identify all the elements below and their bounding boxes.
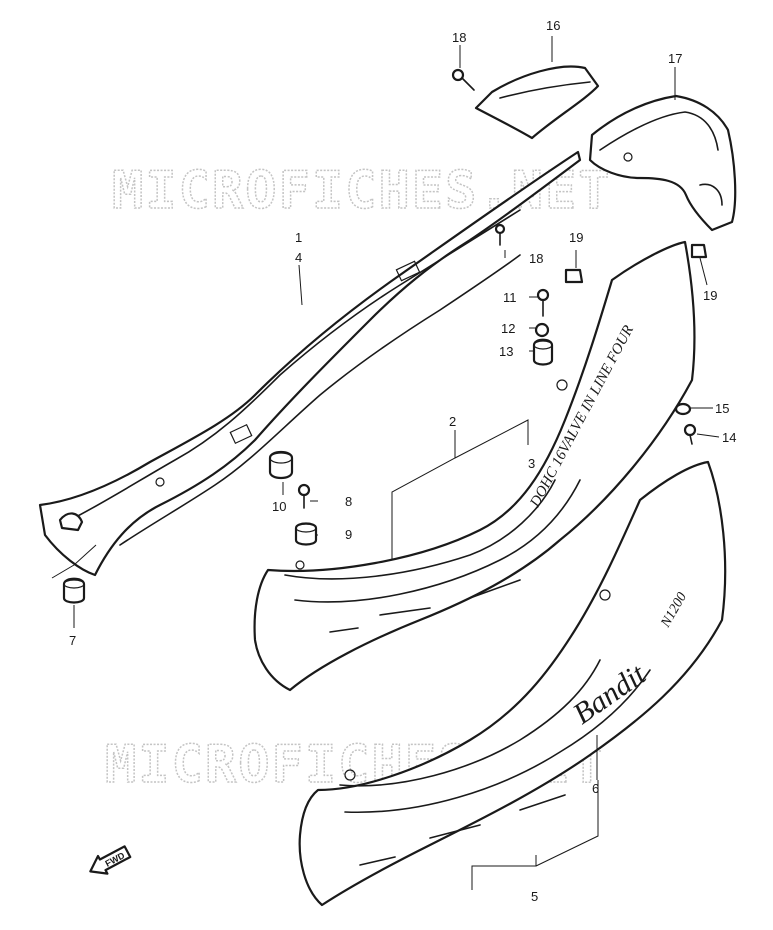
callout-1: 1 xyxy=(295,230,302,245)
callout-14: 14 xyxy=(722,430,736,445)
callout-11: 11 xyxy=(503,290,517,305)
fwd-arrow-icon: FWD xyxy=(89,845,132,875)
part-19-clip-right xyxy=(690,243,708,259)
part-7-grommet xyxy=(62,577,86,604)
part-10-grommet xyxy=(268,450,294,480)
callout-3: 3 xyxy=(528,456,535,471)
part-19-clip-mid xyxy=(564,268,584,284)
callout-15: 15 xyxy=(715,401,729,416)
callout-13: 13 xyxy=(499,344,513,359)
callout-10: 10 xyxy=(272,499,286,514)
part-1-frame-cover xyxy=(38,150,582,577)
callout-2: 2 xyxy=(449,414,456,429)
callout-19-right: 19 xyxy=(703,288,717,303)
callout-18-top: 18 xyxy=(452,30,466,45)
part-18-screw-mid xyxy=(494,223,506,246)
part-18-screw-top xyxy=(451,68,475,91)
callout-6: 6 xyxy=(592,781,599,796)
callout-12: 12 xyxy=(501,321,515,336)
part-8-bolt xyxy=(297,483,311,509)
leader-lines xyxy=(51,36,720,890)
callout-18-mid: 18 xyxy=(529,251,543,266)
part-11-bolt xyxy=(536,288,550,317)
part-13-grommet xyxy=(532,338,554,366)
callout-5: 5 xyxy=(531,889,538,904)
part-5-lower-panel xyxy=(298,460,727,907)
callout-7: 7 xyxy=(69,633,76,648)
part-15-washer xyxy=(674,402,692,416)
callout-8: 8 xyxy=(345,494,352,509)
callout-16: 16 xyxy=(546,18,560,33)
part-16-cover xyxy=(474,65,600,140)
part-2-side-panel xyxy=(253,240,696,692)
part-17-tail-cowl xyxy=(588,94,737,232)
callout-17: 17 xyxy=(668,51,682,66)
part-12-collar xyxy=(534,322,550,338)
part-9-grommet xyxy=(294,522,318,546)
part-14-bolt xyxy=(683,423,697,445)
callout-19-mid: 19 xyxy=(569,230,583,245)
callout-4: 4 xyxy=(295,250,302,265)
callout-9: 9 xyxy=(345,527,352,542)
